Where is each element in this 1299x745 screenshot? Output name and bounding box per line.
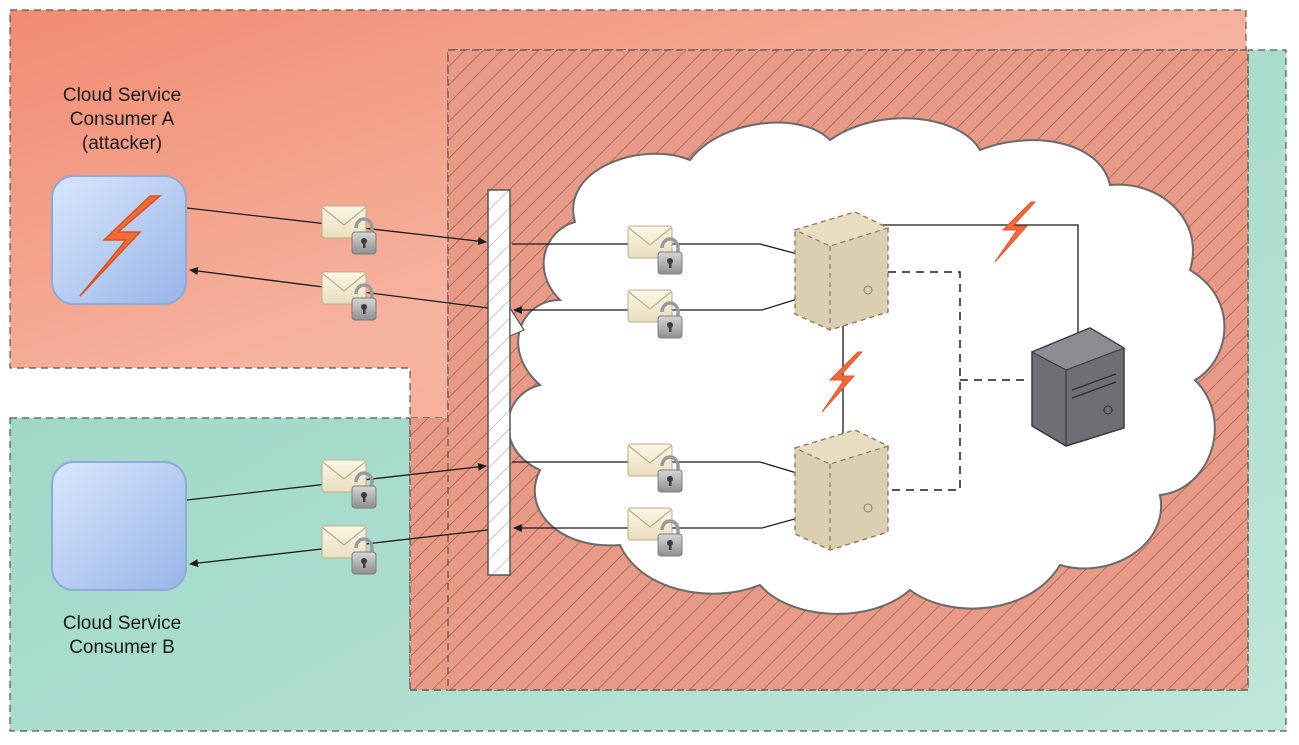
host-link-dashed <box>888 271 1030 491</box>
attack-path-to-physical-server <box>858 224 1082 346</box>
consumer-b-icon <box>51 461 187 591</box>
consumer-b-label: Cloud Service Consumer B <box>22 612 222 660</box>
shared-trust-outline <box>447 49 1249 691</box>
service-agent-bar <box>487 189 525 576</box>
consumer-a-label-line-2: Consumer A <box>69 109 175 130</box>
consumer-a-label-line-3: (attacker) <box>81 133 163 154</box>
consumer-a-icon <box>51 175 187 305</box>
cloud <box>507 117 1226 615</box>
consumer-b-label-line-1: Cloud Service <box>62 613 182 634</box>
physical-server-icon <box>1030 327 1126 447</box>
consumer-b-label-line-2: Consumer B <box>69 637 175 658</box>
virtual-server-bottom <box>793 429 890 551</box>
consumer-a-label: Cloud Service Consumer A (attacker) <box>22 84 222 156</box>
consumer-a-label-line-1: Cloud Service <box>62 85 182 106</box>
virtual-server-top <box>793 211 890 331</box>
shared-trust-hatch-lower <box>410 418 448 690</box>
